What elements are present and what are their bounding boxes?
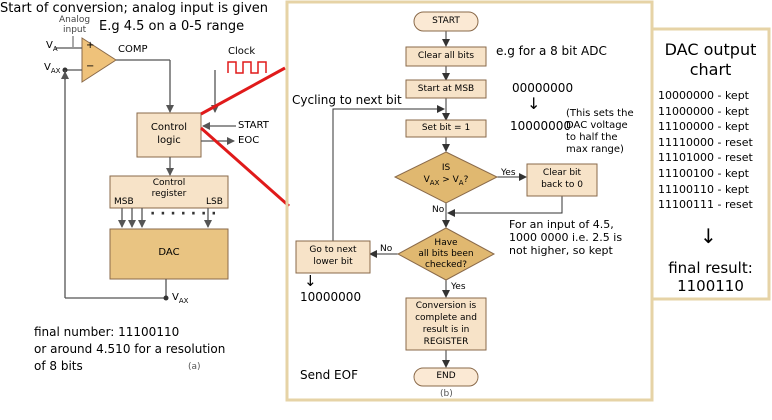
left-down-arrow: ↓	[304, 272, 317, 290]
fc-checked-text-3: checked?	[424, 260, 468, 270]
clock-waveform	[227, 61, 267, 74]
clock-label: Clock	[228, 46, 256, 57]
final-number-line-3: of 8 bits	[34, 359, 83, 373]
control-logic-label-1: Control	[150, 122, 188, 133]
fc-compare-diamond	[393, 151, 499, 204]
input-note-1: For an input of 4.5,	[509, 218, 614, 231]
fc-clear-bit-text-1: Clear bit	[542, 168, 582, 178]
fc-complete-text-2: complete and	[415, 313, 477, 323]
fc-no2-label: No	[380, 244, 393, 254]
fc-no-label: No	[432, 205, 445, 215]
fc-start-text: START	[432, 16, 460, 26]
control-logic-label-2: logic	[157, 135, 181, 146]
header-line-2: E.g 4.5 on a 0-5 range	[99, 19, 245, 34]
fc-next-bit-text-1: Go to next	[309, 245, 357, 255]
start-label: START	[238, 120, 269, 131]
dac-chart-row: 11000000 - kept	[658, 104, 749, 118]
comp-plus: +	[86, 40, 95, 51]
dac-chart-row: 11100110 - kept	[658, 182, 749, 196]
red-link-bottom	[200, 126, 290, 208]
send-eof-note: Send EOF	[300, 368, 358, 382]
fc-yes-label: Yes	[501, 168, 516, 178]
vax-label: VAX	[44, 62, 61, 75]
fc-clear-bit-text-2: back to 0	[541, 180, 583, 190]
sets-note-2: DAC voltage	[566, 120, 628, 131]
msb-label: MSB	[114, 197, 134, 207]
dac-chart-title-1: DAC output	[664, 40, 757, 59]
fc-complete-text-3: result is in	[422, 325, 470, 335]
fc-complete-box	[405, 297, 487, 351]
analog-input-label-1: Analog	[59, 15, 91, 25]
va-label: VA	[46, 40, 58, 53]
zeros-value: 00000000	[512, 81, 574, 95]
fc-compare-is: IS	[441, 163, 451, 173]
comp-minus: −	[86, 61, 95, 72]
control-logic-box	[136, 112, 202, 158]
dac-chart-rows: 10000000 - kept 11000000 - kept 11100000 -…	[658, 88, 753, 213]
comparator-triangle	[81, 37, 117, 83]
fc-checked-text-2: all bits been	[418, 249, 474, 259]
fc-clear-all-text: Clear all bits	[417, 51, 475, 61]
cycling-note: Cycling to next bit	[292, 93, 402, 107]
sets-note-4: max range)	[566, 144, 624, 155]
ten-zeros-value: 10000000	[510, 119, 572, 133]
bit-line-dots: · · · · · · ·	[150, 206, 216, 222]
example-note: e.g for a 8 bit ADC	[496, 44, 607, 58]
dac-chart-row: 10000000 - kept	[658, 89, 749, 102]
fc-start-msb-text: Start at MSB	[417, 84, 475, 94]
control-register-label-2: register	[151, 189, 187, 199]
fc-complete-text-4: REGISTER	[423, 337, 469, 347]
fc-compare-condition: VAX > VA?	[423, 175, 469, 187]
fc-clear-bit-box	[526, 163, 598, 197]
dac-chart-down-arrow: ↓	[700, 224, 717, 248]
sets-note-3: to half the	[566, 132, 618, 143]
header-line-1: Start of conversion; analog input is giv…	[0, 1, 269, 16]
dac-chart-row: 11100000 - kept	[658, 120, 749, 134]
fc-clear-back-arrow	[447, 196, 563, 217]
analog-input-label-2: input	[63, 25, 87, 35]
fc-yes2-label: Yes	[451, 282, 466, 292]
dac-chart-frame	[650, 27, 771, 301]
red-link-top	[200, 66, 286, 116]
dac-label: DAC	[158, 247, 180, 258]
final-number-line-1: final number: 11100110	[34, 325, 180, 339]
dac-chart-row: 11100111 - reset	[658, 198, 753, 212]
fc-start-msb-box	[405, 79, 487, 99]
dac-final-result-label: final result:	[668, 259, 753, 277]
fc-complete-text-1: Conversion is	[415, 301, 477, 311]
lsb-label: LSB	[206, 197, 223, 207]
control-register-box	[109, 175, 229, 209]
fc-set-bit-box	[405, 119, 487, 138]
dac-chart-row: 11101000 - reset	[658, 151, 753, 165]
dac-chart-title-2: chart	[689, 60, 732, 79]
fig-label-b: (b)	[440, 389, 453, 399]
fc-set-bit-text: Set bit = 1	[421, 123, 471, 133]
fc-checked-diamond	[396, 227, 496, 281]
eoc-label: EOC	[238, 135, 260, 146]
sets-note-1: (This sets the	[566, 108, 634, 119]
vax-out-label: VAX	[172, 292, 189, 305]
dac-chart-row: 11100100 - kept	[658, 166, 749, 180]
control-register-label-1: Control	[152, 178, 186, 188]
dac-final-result-value: 1100110	[677, 277, 744, 295]
input-note-2: 1000 0000 i.e. 2.5 is	[509, 231, 623, 244]
dac-box	[109, 228, 229, 280]
fc-next-bit-box	[295, 240, 371, 274]
comp-label: COMP	[118, 44, 148, 55]
fc-start-terminal	[413, 11, 479, 32]
dac-chart-row: 11110000 - reset	[658, 135, 753, 149]
fc-cycle-arrow	[332, 105, 445, 241]
fc-end-terminal	[413, 367, 479, 387]
fc-next-bit-text-2: lower bit	[313, 257, 353, 267]
final-number-line-2: or around 4.510 for a resolution	[34, 342, 226, 356]
left-value: 10000000	[300, 290, 362, 304]
fc-clear-all-box	[405, 46, 487, 67]
fc-checked-text-1: Have	[434, 238, 458, 248]
input-note-3: not higher, so kept	[509, 244, 613, 257]
fc-end-text: END	[436, 371, 456, 381]
fig-label-a: (a)	[188, 362, 201, 372]
dac-output-node	[163, 295, 169, 301]
zeros-down-arrow: ↓	[527, 94, 541, 113]
